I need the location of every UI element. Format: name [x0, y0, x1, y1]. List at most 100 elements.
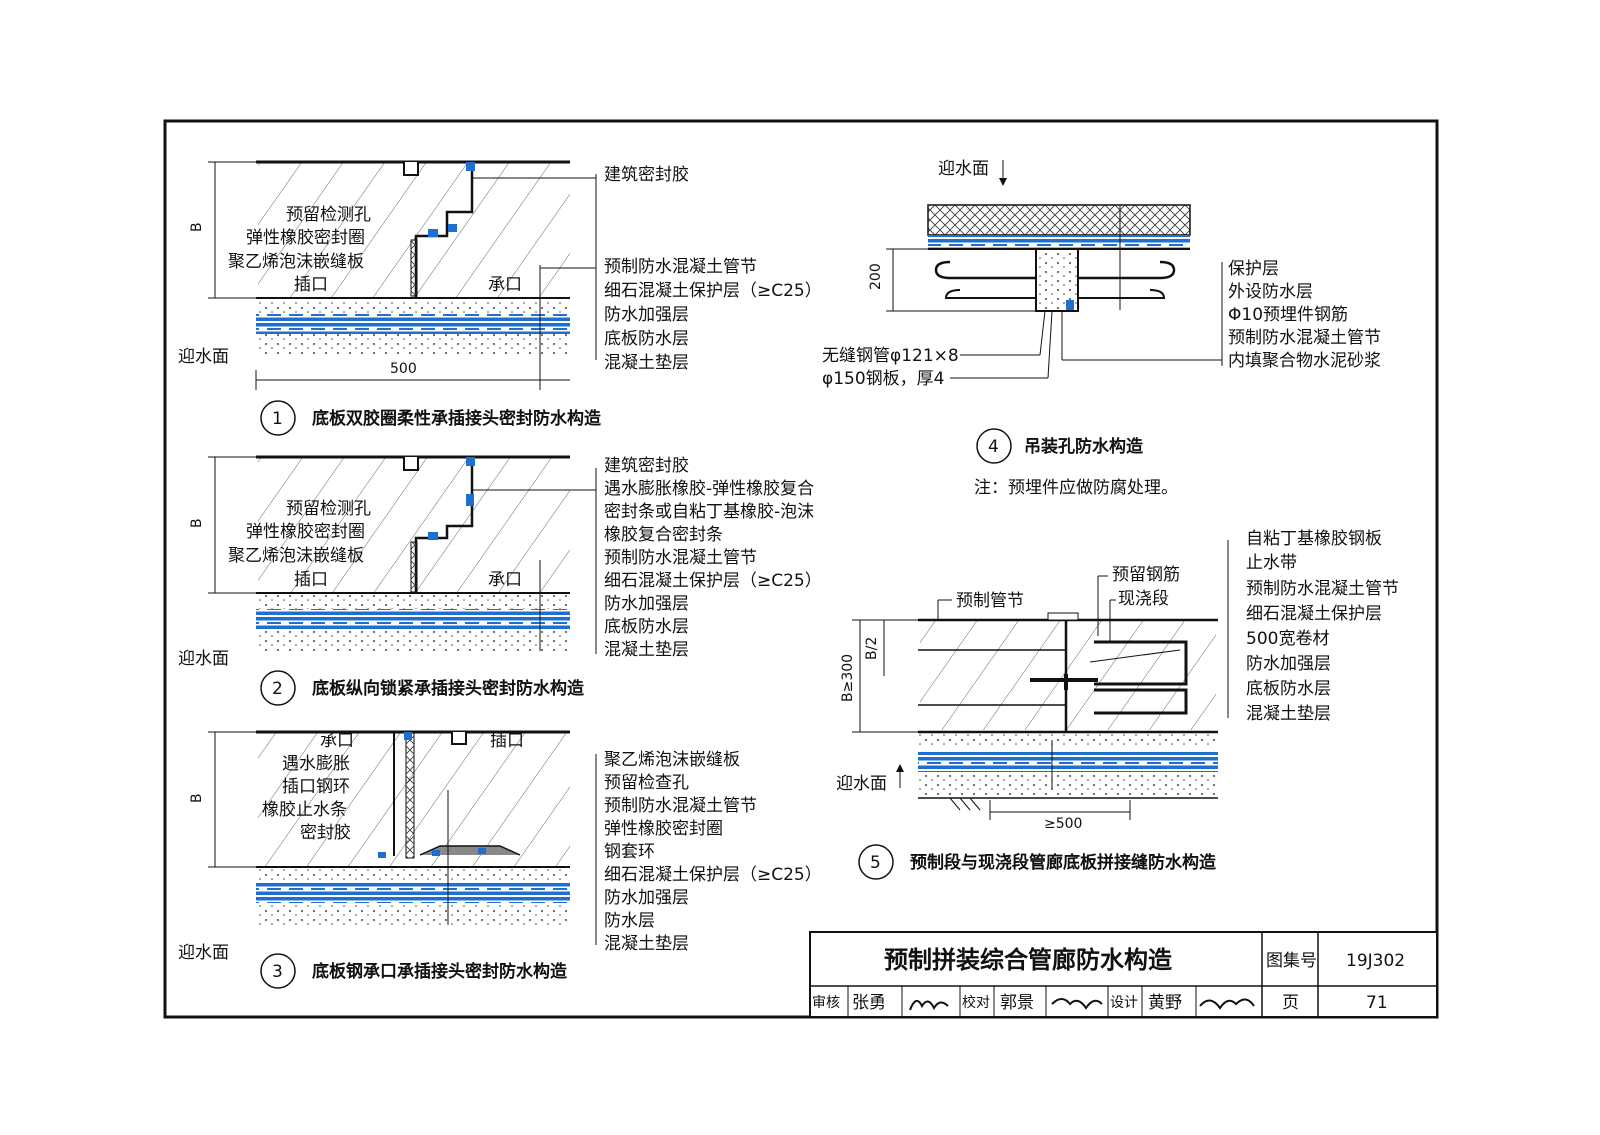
detail1-right-label: 建筑密封胶: [604, 165, 689, 185]
detail5-title: 预制段与现浇段管廊底板拼接缝防水构造: [910, 852, 1217, 873]
detail1-left-label: 预留检测孔: [286, 205, 371, 225]
detail3-left-label: 密封胶: [300, 823, 351, 843]
detail2-number: 2: [272, 679, 283, 699]
detail4-right-label: 外设防水层: [1228, 282, 1313, 302]
detail5-right-label: 500宽卷材: [1246, 629, 1329, 649]
detail2-right-label: 混凝土垫层: [604, 640, 689, 660]
detail-1: [208, 160, 597, 390]
page-label: 页: [1282, 993, 1299, 1013]
detail3-right-label: 细石混凝土保护层（≥C25）: [604, 865, 822, 885]
detail1-right-label: 底板防水层: [604, 329, 689, 349]
detail5-water-face: 迎水面: [836, 774, 887, 794]
detail5-right-label: 自粘丁基橡胶钢板: [1246, 529, 1382, 549]
detail5-right-label: 细石混凝土保护层: [1246, 604, 1382, 624]
signature-checker: [1051, 998, 1103, 1010]
sheet-title: 预制拼装综合管廊防水构造: [884, 946, 1172, 974]
detail1-right-label: 混凝土垫层: [604, 353, 689, 373]
detail2-right-label: 建筑密封胶: [604, 456, 689, 476]
detail3-left-label: 遇水膨胀: [282, 754, 350, 774]
detail2-dim-b: B: [189, 518, 205, 528]
detail3-number-circle: [260, 953, 296, 989]
detail1-number: 1: [272, 409, 283, 429]
detail1-left-label: 插口: [294, 275, 328, 295]
detail2-right-label: 底板防水层: [604, 617, 689, 637]
design-label: 设计: [1110, 995, 1138, 1011]
checker-name: 郭景: [1000, 993, 1034, 1013]
detail3-right-label: 预制防水混凝土管节: [604, 796, 757, 816]
detail2-right-label: 遇水膨胀橡胶-弹性橡胶复合: [604, 479, 814, 499]
review-label: 审核: [812, 995, 840, 1011]
detail2-left-label: 插口: [294, 570, 328, 590]
check-label: 校对: [962, 994, 990, 1011]
detail4-note: 注：预埋件应做防腐处理。: [974, 478, 1178, 498]
detail5-right-label: 防水加强层: [1246, 654, 1331, 674]
detail5-dim-500: ≥500: [1044, 816, 1082, 832]
sheet-frame: [163, 119, 1439, 1019]
detail2-number-circle: [260, 670, 296, 706]
detail5-top-label: 预制管节: [956, 591, 1024, 611]
detail5-number-circle: [858, 844, 894, 880]
detail3-right-label: 弹性橡胶密封圈: [604, 819, 723, 839]
detail1-water-face: 迎水面: [178, 347, 229, 367]
detail5-right-label: 止水带: [1246, 553, 1297, 573]
detail3-number: 3: [272, 962, 283, 982]
detail5-top-label: 预留钢筋: [1112, 565, 1180, 585]
detail1-dim-500: 500: [390, 361, 417, 377]
detail2-right-label: 防水加强层: [604, 594, 689, 614]
detail2-right-label: 密封条或自粘丁基橡胶-泡沫: [604, 502, 814, 522]
detail3-right-label: 预留检查孔: [604, 773, 689, 793]
detail2-left-label: 聚乙烯泡沫嵌缝板: [228, 546, 364, 566]
detail2-left-label: 弹性橡胶密封圈: [246, 522, 365, 542]
atlas-number: 19J302: [1346, 951, 1405, 971]
detail5-dim-b2: B/2: [864, 637, 880, 660]
detail5-number: 5: [870, 853, 881, 873]
detail2-socket: 承口: [488, 570, 522, 590]
detail4-left-label: 无缝钢管φ121×8: [822, 346, 959, 366]
detail2-right-label: 细石混凝土保护层（≥C25）: [604, 571, 822, 591]
detail4-right-label: 内填聚合物水泥砂浆: [1228, 351, 1381, 371]
detail3-left-label: 橡胶止水条: [262, 800, 347, 820]
detail3-right-label: 聚乙烯泡沫嵌缝板: [604, 750, 740, 770]
detail2-right-label: 橡胶复合密封条: [604, 525, 723, 545]
detail5-dim-b300: B≥300: [840, 654, 856, 702]
title-block: [809, 931, 1438, 1018]
detail5-right-label: 混凝土垫层: [1246, 704, 1331, 724]
detail3-dim-b: B: [189, 793, 205, 803]
detail3-title: 底板钢承口承插接头密封防水构造: [312, 961, 568, 982]
detail2-title: 底板纵向锁紧承插接头密封防水构造: [312, 678, 585, 699]
detail1-right-label: 防水加强层: [604, 305, 689, 325]
detail4-dim-200: 200: [868, 263, 884, 290]
detail4-left-label: φ150钢板，厚4: [822, 369, 944, 389]
detail4-right-label: 保护层: [1228, 259, 1279, 279]
detail4-water-face: 迎水面: [938, 159, 989, 179]
reviewer-name: 张勇: [852, 993, 886, 1013]
detail4-number: 4: [988, 437, 999, 457]
detail-2: [208, 455, 597, 654]
detail1-dim-b: B: [189, 222, 205, 232]
detail4-right-label: Φ10预埋件钢筋: [1228, 305, 1348, 325]
detail3-right-label: 混凝土垫层: [604, 934, 689, 954]
detail-4: [886, 160, 1223, 379]
detail4-title: 吊装孔防水构造: [1024, 436, 1144, 457]
detail3-right-label: 钢套环: [604, 842, 655, 862]
detail-3: [208, 730, 597, 945]
detail4-right-label: 预制防水混凝土管节: [1228, 328, 1381, 348]
signature-designer: [1199, 998, 1255, 1010]
detail1-title: 底板双胶圈柔性承插接头密封防水构造: [312, 408, 602, 429]
detail5-top-label: 现浇段: [1118, 589, 1169, 609]
detail5-right-label: 预制防水混凝土管节: [1246, 579, 1399, 599]
detail4-number-circle: [976, 428, 1012, 464]
detail5-right-label: 底板防水层: [1246, 679, 1331, 699]
detail3-left-label: 插口钢环: [282, 777, 350, 797]
detail1-left-label: 弹性橡胶密封圈: [246, 228, 365, 248]
designer-name: 黄野: [1148, 993, 1182, 1013]
detail1-number-circle: [260, 400, 296, 436]
detail2-right-label: 预制防水混凝土管节: [604, 548, 757, 568]
detail1-left-label: 聚乙烯泡沫嵌缝板: [228, 252, 364, 272]
atlas-label: 图集号: [1266, 951, 1317, 971]
detail-5: [852, 540, 1229, 820]
detail2-left-label: 预留检测孔: [286, 499, 371, 519]
detail1-socket: 承口: [488, 275, 522, 295]
detail3-water-face: 迎水面: [178, 943, 229, 963]
